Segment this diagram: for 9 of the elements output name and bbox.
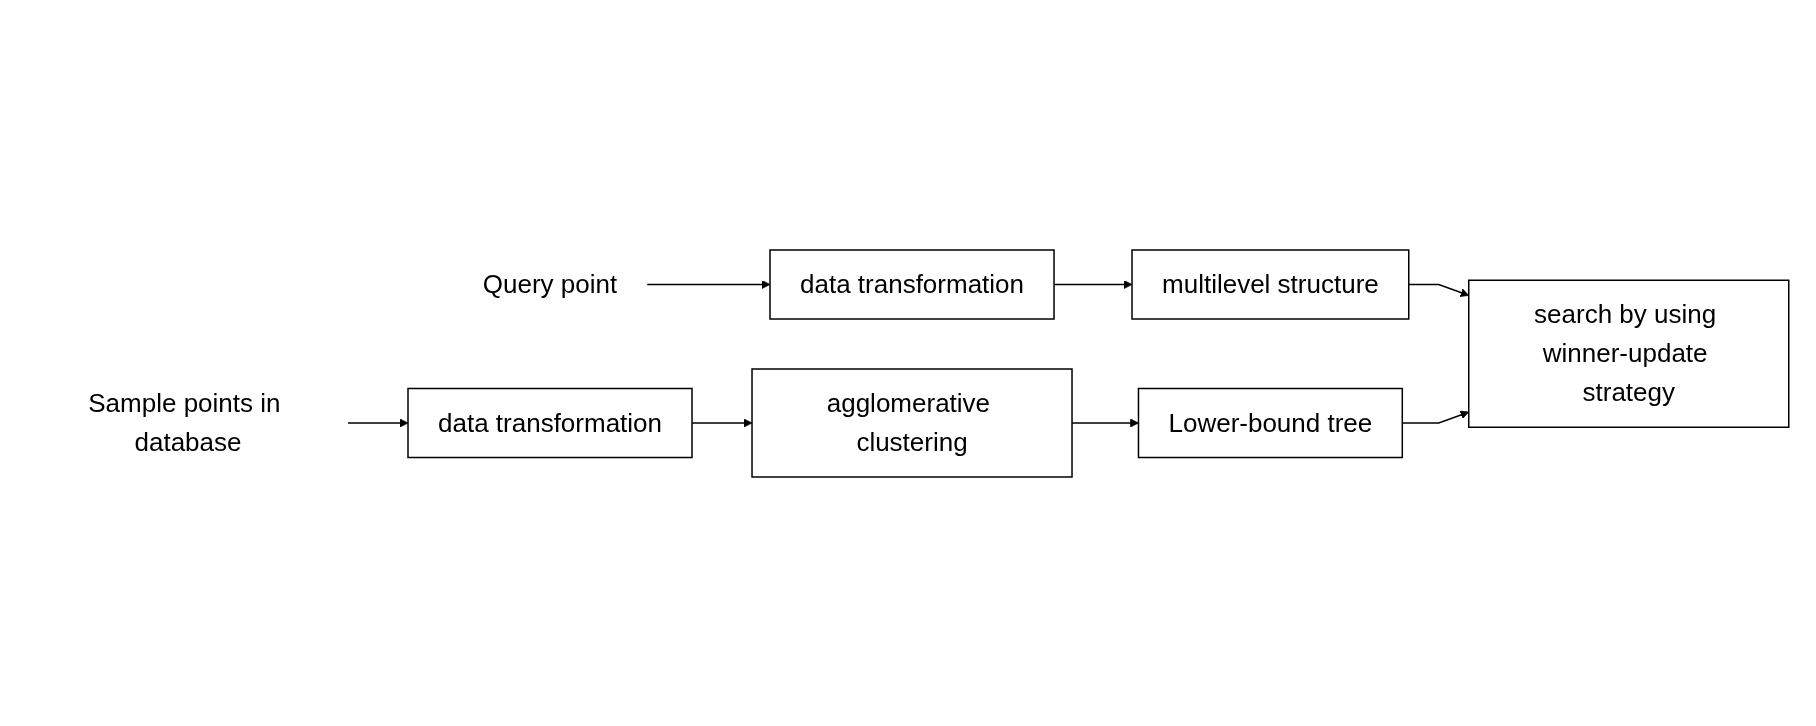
node-box: agglomerative clustering	[750, 367, 1073, 478]
node-box: data transformation	[406, 387, 693, 458]
node-box: Lower-bound tree	[1137, 387, 1403, 458]
node-text: Query point	[482, 268, 617, 299]
node-box: multilevel structure	[1130, 248, 1410, 320]
node-box: data transformation	[768, 248, 1055, 320]
node-box: search by using winner-update strategy	[1467, 279, 1790, 428]
arrow	[1401, 410, 1469, 424]
node-text: Sample points in database	[87, 387, 281, 457]
